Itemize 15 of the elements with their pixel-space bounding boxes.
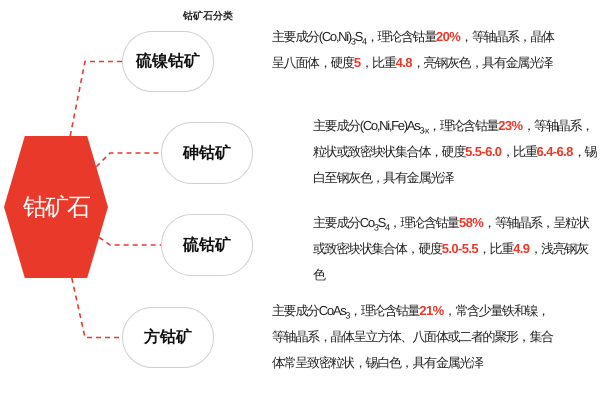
- description-text: 主要成分(Co,Ni)$_{3}$S$_{4}$，理论含钴量20%，等轴晶系，晶体呈八面体，硬度5，比重4.8，亮钢灰色，具有金属光泽: [272, 28, 556, 72]
- node-label: 砷钴矿: [183, 143, 231, 164]
- dashed-connector: [71, 278, 122, 338]
- dashed-connector: [69, 60, 122, 136]
- node-label: 方钴矿: [144, 327, 192, 348]
- hexagon-node: [4, 136, 108, 278]
- node-label: 硫镍钴矿: [136, 51, 200, 72]
- description-text: 主要成分Co$_{3}$S$_{4}$，理论含钴量58%，等轴晶系，呈粒状或致密块状集合体，硬度5.0-5.5，比重4.9，浅亮钢灰色: [313, 214, 590, 284]
- dashed-connector: [96, 152, 161, 168]
- node-label: 硫钴矿: [183, 235, 231, 256]
- node-label: 钴矿石: [23, 193, 89, 223]
- dashed-connector: [98, 236, 161, 246]
- description-text: 主要成分CoAs$_{3}$，理论含钴量21%，常含少量铁和镍，等轴晶系，晶体呈立方体、八面体或二者的聚形，集合体常呈致密粒状，锡白色，具有金属光泽: [272, 302, 554, 372]
- description-text: 主要成分(Co,Ni,Fe)As$_{3-x}$，理论含钴量23%，等轴晶系，粒状或致密块状集合体，硬度5.5-6.0，比重6.4-6.8，锡白至钢灰色，具有金属光泽: [313, 117, 598, 187]
- diagram-title: 钴矿石分类: [183, 9, 233, 23]
